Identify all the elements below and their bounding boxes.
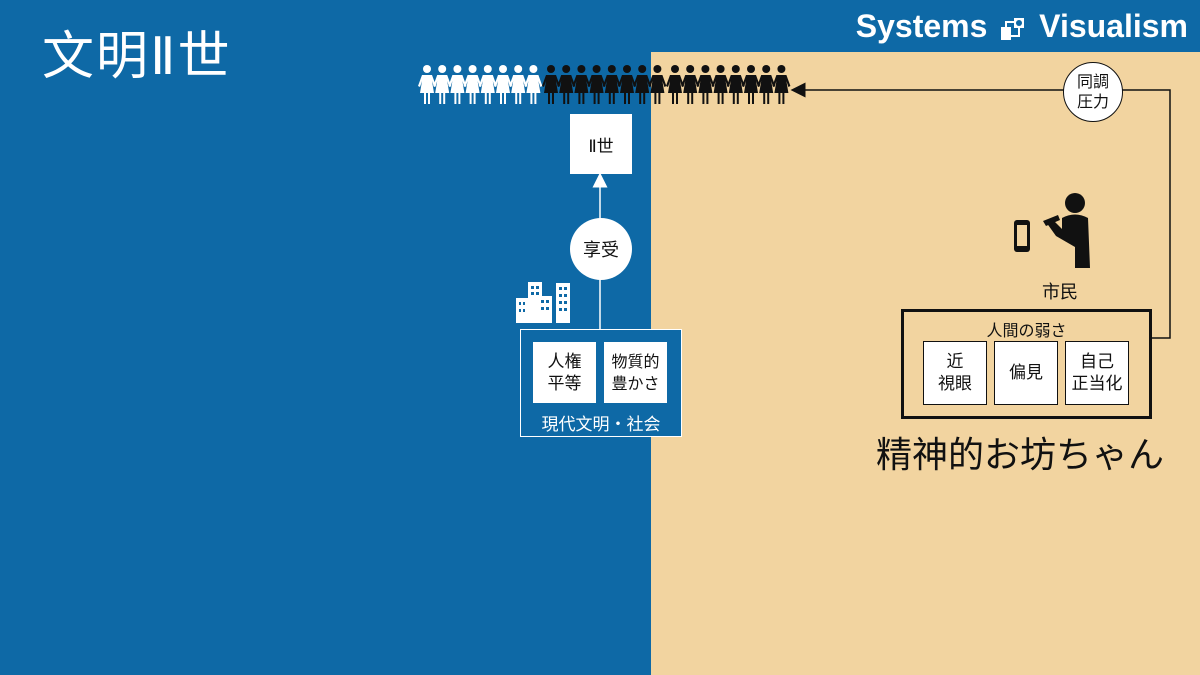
brand-text-left: Systems [855,8,988,44]
brand-text-right: Visualism [1039,8,1188,44]
citizen-label: 市民 [1042,282,1078,303]
civilization-label: 現代文明・社会 [541,415,661,435]
peer-pressure-arrow [790,82,1171,339]
person-black-icon [557,65,576,104]
peer-pressure-label: 同調 圧力 [1076,72,1109,111]
human-rights-box: 人権 平等 [533,342,596,403]
person-white-icon [463,65,482,104]
person-black-icon [757,65,776,104]
person-white-icon [509,65,528,104]
person-black-icon [587,65,606,104]
person-black-icon [711,65,730,104]
person-black-icon [602,65,621,104]
person-black-icon [772,65,791,104]
person-white-icon [494,65,512,104]
weakness-myopia-label: 近 視眼 [938,352,972,394]
page-title: 文明Ⅱ世 [42,27,232,87]
person-black-icon [742,65,760,104]
weakness-myopia-box: 近 視眼 [923,341,987,405]
person-white-icon [448,65,467,104]
weakness-prejudice-label: 偏見 [1009,363,1043,383]
systems-logo-icon [1001,17,1025,40]
human-weakness-title: 人間の弱さ [986,321,1067,340]
human-rights-label: 人権 平等 [547,351,582,394]
person-black-icon [666,65,684,104]
person-white-icon [418,65,436,104]
person-black-icon [572,65,591,104]
person-black-icon [648,65,667,104]
person-black-icon [633,65,652,104]
person-black-icon [726,65,745,104]
second-generation-label: Ⅱ世 [588,136,614,157]
person-white-icon [524,65,543,104]
person-white-icon [433,65,452,104]
enjoy-label: 享受 [583,240,619,261]
person-white-icon [478,65,497,104]
person-black-icon [618,65,636,104]
person-black-icon [681,65,700,104]
weakness-prejudice-box: 偏見 [994,341,1058,405]
material-wealth-label: 物質的 豊かさ [611,351,660,393]
brand-logo: Systems Visualism [856,8,1188,45]
person-black-icon [696,65,715,104]
second-generation-box: Ⅱ世 [570,114,632,174]
enjoy-circle: 享受 [570,218,632,280]
weakness-self-justification-label: 自己 正当化 [1071,352,1123,394]
peer-pressure-circle: 同調 圧力 [1063,62,1123,122]
person-black-icon [542,65,560,104]
spoiled-child-label: 精神的お坊ちゃん [876,435,1165,476]
weakness-self-justification-box: 自己 正当化 [1065,341,1129,405]
material-wealth-box: 物質的 豊かさ [604,342,667,403]
